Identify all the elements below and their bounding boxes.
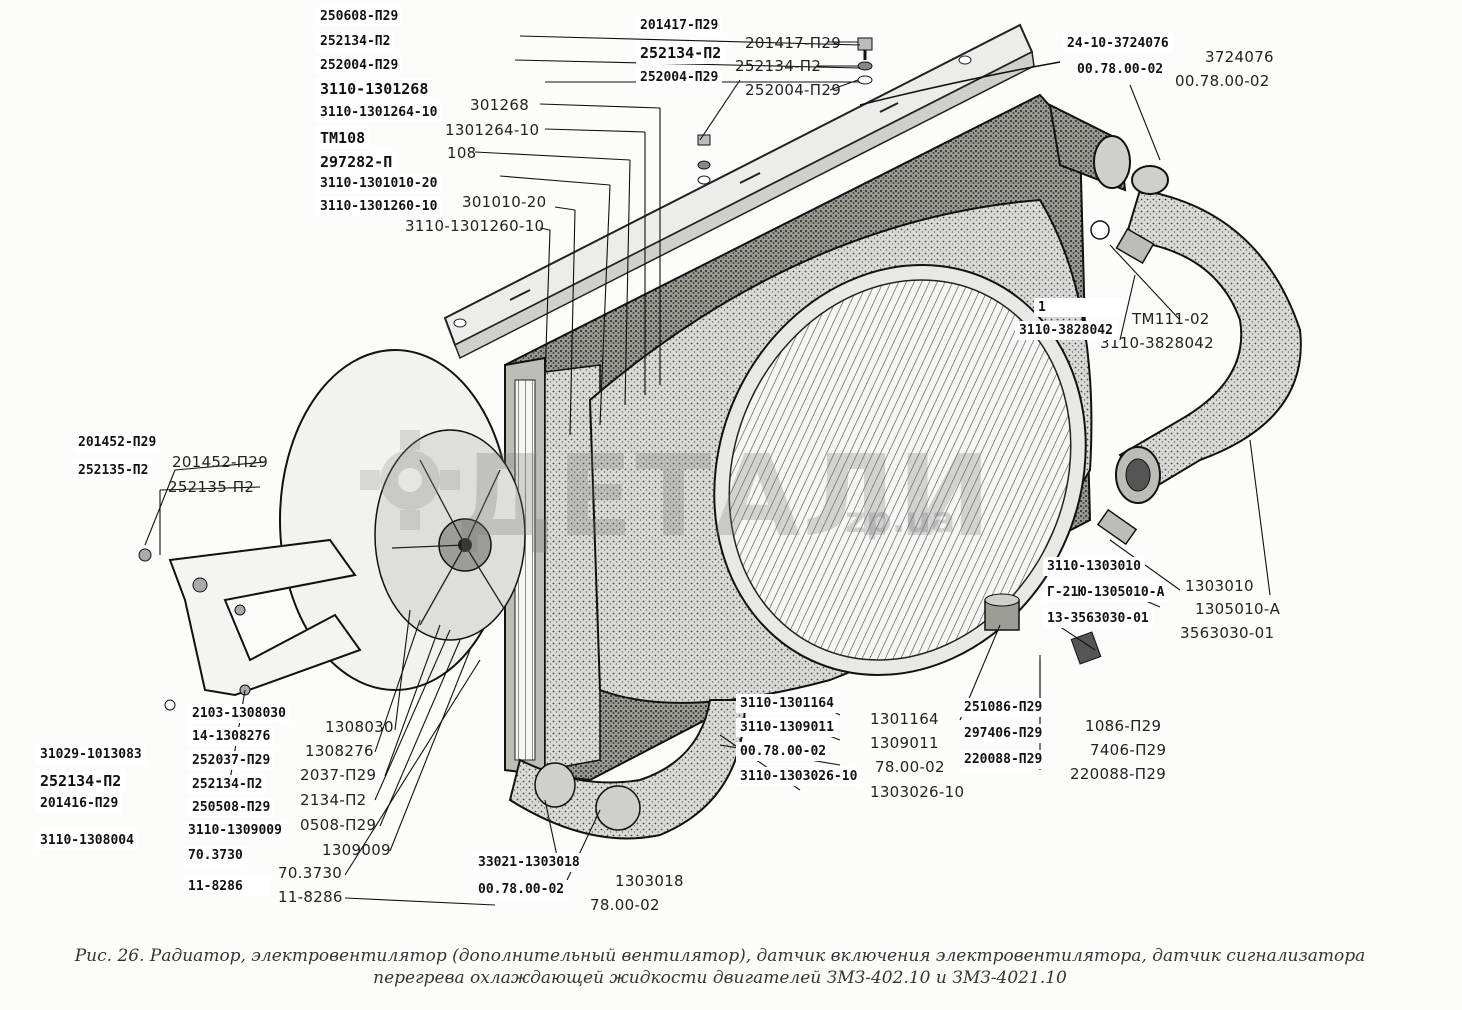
part-label-252037-p29[interactable]: 252037-П29 xyxy=(188,751,275,770)
part-label-297282-p[interactable]: 297282-П xyxy=(316,151,397,173)
plate-label-1309009: 1309009 xyxy=(322,841,391,859)
plate-label-252134-top: 252134-П2 xyxy=(735,57,822,75)
upper-mounting-bracket xyxy=(443,23,1035,360)
plate-label-1086: 1086-П29 xyxy=(1085,717,1162,735)
part-label-70-3730[interactable]: 70.3730 xyxy=(184,846,247,865)
plate-label-1301164: 1301164 xyxy=(870,710,939,728)
part-label-201417-p29[interactable]: 201417-П29 xyxy=(636,16,723,35)
plate-label-201417: 201417-П29 xyxy=(745,34,842,52)
part-label-250608-p29[interactable]: 250608-П29 xyxy=(316,7,403,26)
top-bolts xyxy=(697,37,873,185)
fan-mounting-bracket xyxy=(138,538,362,711)
part-label-2103-1308030[interactable]: 2103-1308030 xyxy=(188,704,290,723)
plate-label-1309011: 1309011 xyxy=(870,734,939,752)
fan-switch-sensor xyxy=(1090,220,1155,265)
part-label-252135-p2[interactable]: 252135-П2 xyxy=(74,461,153,480)
part-label-1[interactable]: 1 xyxy=(1034,298,1124,317)
part-label-3110-1301260-10[interactable]: 3110-1301260-10 xyxy=(316,197,442,216)
part-label-252004-p29[interactable]: 252004-П29 xyxy=(316,56,403,75)
part-label-11-8286[interactable]: 11-8286 xyxy=(184,877,270,896)
part-label-252134-p2[interactable]: 252134-П2 xyxy=(316,32,395,51)
caption-line-2: перегрева охлаждающей жидкости двигателе… xyxy=(373,968,1067,988)
plate-label-1305010: 1305010-А xyxy=(1195,600,1281,618)
part-label-201416-p29[interactable]: 201416-П29 xyxy=(36,794,123,813)
plate-label-2037: 2037-П29 xyxy=(300,766,377,784)
part-label-252004-p29-top[interactable]: 252004-П29 xyxy=(636,68,723,87)
plate-label-8286: 11-8286 xyxy=(278,888,343,906)
part-label-3110-1308004[interactable]: 3110-1308004 xyxy=(36,831,138,850)
plate-label-3724076: 3724076 xyxy=(1205,48,1274,66)
part-label-00-78-00-02-top[interactable]: 00.78.00-02 xyxy=(1073,60,1168,79)
plate-label-1308030: 1308030 xyxy=(325,718,394,736)
part-label-3110-1309009[interactable]: 3110-1309009 xyxy=(184,821,286,840)
plate-label-3730: 70.3730 xyxy=(278,864,343,882)
watermark-gear-icon xyxy=(360,430,460,530)
part-label-3110-1301164[interactable]: 3110-1301164 xyxy=(736,694,838,713)
lower-radiator-hose xyxy=(508,699,747,840)
radiator-outlet-neck xyxy=(1048,103,1131,192)
plate-label-1308276: 1308276 xyxy=(305,742,374,760)
part-label-3110-1301268[interactable]: 3110-1301268 xyxy=(316,78,433,100)
leader-lines xyxy=(144,35,1271,906)
part-label-201452-p29[interactable]: 201452-П29 xyxy=(74,433,161,452)
plate-label-3563030: 3563030-01 xyxy=(1180,624,1275,642)
plate-label-1301260: 3110-1301260-10 xyxy=(405,217,545,235)
part-label-14-1308276[interactable]: 14-1308276 xyxy=(188,727,275,746)
figure-caption: Рис. 26. Радиатор, электровентилятор (до… xyxy=(60,945,1380,989)
plate-label-0088: 220088-П29 xyxy=(1070,765,1167,783)
fan-shroud xyxy=(588,198,1093,704)
part-label-g-21yu-1305010-a[interactable]: Г-21Ю-1305010-А xyxy=(1043,583,1169,602)
plate-label-tm111: ТМ111-02 xyxy=(1132,310,1210,328)
plate-label-1303010: 1303010 xyxy=(1185,577,1254,595)
caption-line-1: Рис. 26. Радиатор, электровентилятор (до… xyxy=(74,946,1366,966)
plate-label-7800-b: 78.00-02 xyxy=(875,758,945,776)
part-label-251086-p29[interactable]: 251086-П29 xyxy=(960,698,1047,717)
overheat-sensor xyxy=(1070,508,1138,665)
plate-label-1301010: 301010-20 xyxy=(462,193,547,211)
part-label-tm108[interactable]: ТМ108 xyxy=(316,127,370,149)
part-label-3110-1309011[interactable]: 3110-1309011 xyxy=(736,718,838,737)
electric-fan xyxy=(279,349,526,691)
part-label-297406-p29[interactable]: 297406-П29 xyxy=(960,724,1047,743)
part-label-220088-p29[interactable]: 220088-П29 xyxy=(960,750,1047,769)
watermark-text: ДЕТАЛИ xyxy=(455,432,994,562)
plate-label-201452: 201452-П29 xyxy=(172,453,269,471)
plate-label-7406: 7406-П29 xyxy=(1090,741,1167,759)
plate-label-0508: 0508-П29 xyxy=(300,816,377,834)
upper-radiator-hose xyxy=(1115,165,1302,504)
part-label-3110-1303010[interactable]: 3110-1303010 xyxy=(1043,557,1145,576)
plate-label-00780002-top: 00.78.00-02 xyxy=(1175,72,1270,90)
part-label-24-10-3724076[interactable]: 24-10-3724076 xyxy=(1063,34,1173,53)
part-label-00-78-00-02-bottom[interactable]: 00.78.00-02 xyxy=(474,880,569,899)
sensor-wire xyxy=(859,61,1061,106)
plate-label-1301268: 301268 xyxy=(470,96,530,114)
drain-plug xyxy=(984,593,1020,631)
part-label-3110-3828042[interactable]: 3110-3828042 xyxy=(1015,321,1117,340)
part-label-3110-1301010-20[interactable]: 3110-1301010-20 xyxy=(316,174,442,193)
plate-label-3828042: 3110-3828042 xyxy=(1100,334,1214,352)
plate-label-1301264: 1301264-10 xyxy=(445,121,540,139)
part-label-252134-p2-left[interactable]: 252134-П2 xyxy=(36,770,126,792)
part-label-31029-1013083[interactable]: 31029-1013083 xyxy=(36,745,146,764)
part-label-3110-1303026-10[interactable]: 3110-1303026-10 xyxy=(736,767,862,786)
plate-label-252135: 252135-П2 xyxy=(168,478,255,496)
plate-label-2134: 2134-П2 xyxy=(300,791,367,809)
part-label-252134-p2-top[interactable]: 252134-П2 xyxy=(636,42,726,64)
plate-label-108: 108 xyxy=(447,144,477,162)
watermark-subtext: zp.ua xyxy=(845,500,956,541)
plate-label-252004-top: 252004-П29 xyxy=(745,81,842,99)
part-label-252134-p2-bottom[interactable]: 252134-П2 xyxy=(188,775,267,794)
plate-label-7800-c: 78.00-02 xyxy=(590,896,660,914)
plate-label-1303026: 1303026-10 xyxy=(870,783,965,801)
part-label-00-78-00-02-center[interactable]: 00.78.00-02 xyxy=(736,742,831,761)
part-label-13-3563030-01[interactable]: 13-3563030-01 xyxy=(1043,609,1153,628)
part-label-33021-1303018[interactable]: 33021-1303018 xyxy=(474,853,584,872)
plate-label-1303018: 1303018 xyxy=(615,872,684,890)
part-label-250508-p29[interactable]: 250508-П29 xyxy=(188,798,275,817)
part-label-3110-1301264-10[interactable]: 3110-1301264-10 xyxy=(316,103,442,122)
